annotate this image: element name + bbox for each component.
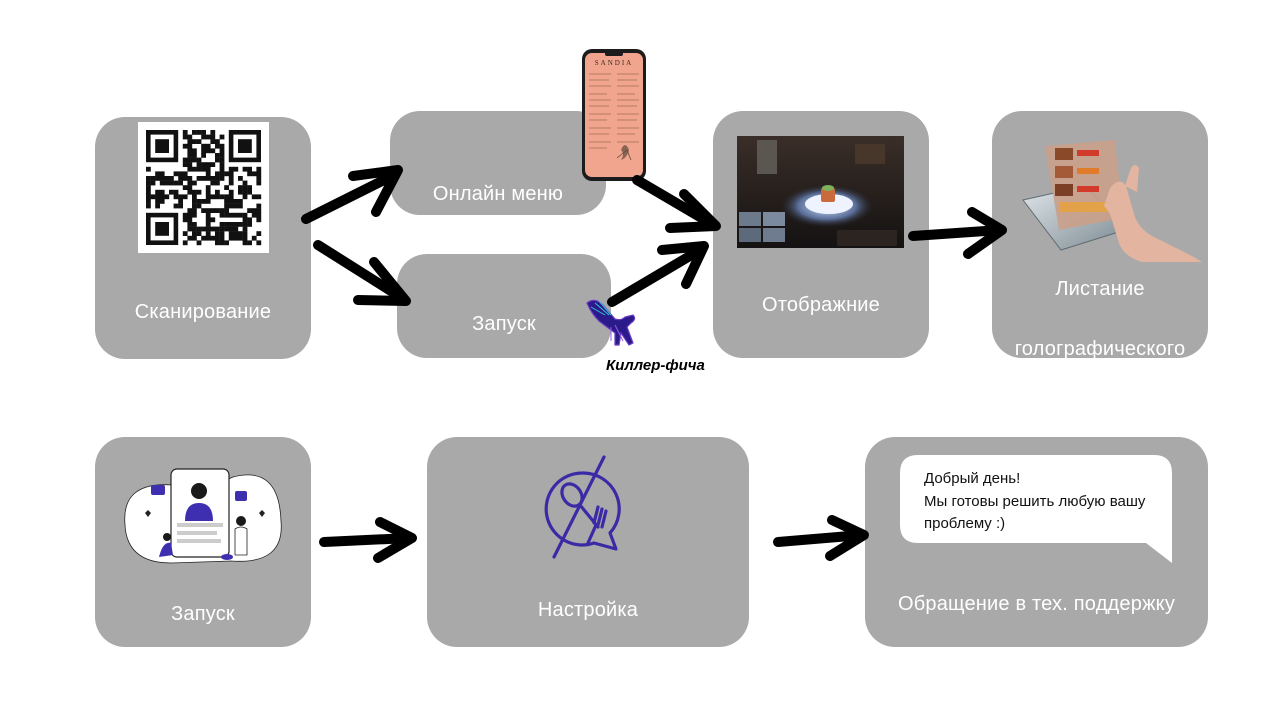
label-line: приложения [145,663,261,685]
chat-bubble-shape [900,455,1172,563]
card-support-label: Обращение в тех. поддержку при необходим… [865,559,1208,709]
qr-code-image [138,122,269,253]
label-line: Отображние [761,294,881,316]
card-online-menu: Онлайн меню [390,111,606,215]
label-line: Сканирование [134,301,272,323]
label-line: Настройка [537,599,639,621]
label-line: QR-кода [162,361,244,383]
card-hologram-label: Запуск голограммы [397,279,611,429]
label-line: при необходимости [944,653,1129,675]
hologram-glove-icon [585,297,641,353]
label-line: старт- и стоп-листа [496,659,680,681]
label-line: Онлайн меню [432,183,564,205]
restaurant-projection-photo [737,136,904,248]
bubble-line: Добрый день! [924,470,1021,487]
app-illustration-image [123,465,283,565]
card-online-menu-label: Онлайн меню [390,149,606,239]
phone-menu-header: SANDIA [595,59,633,67]
label-line: старт-листа [765,354,877,376]
card-list-settings-label: Настройка старт- и стоп-листа [427,565,749,715]
label-line: Листание [1055,278,1145,300]
card-scan-qr-label: Сканирование QR-кода [95,267,311,417]
killer-feature-label: Киллер-фича [606,357,705,374]
qr-code-graphic [146,130,262,246]
bubble-line: проблему :) [924,515,1006,532]
phone-menu-image: SANDIA [581,48,647,182]
hologram-hand-image [1015,138,1205,262]
card-holo-menu-label: Листание голографического меню [992,244,1208,454]
label-line: Обращение в тех. поддержку [897,593,1176,615]
label-line: Запуск [171,603,235,625]
label-line: голограммы [447,373,561,395]
card-app-launch-label: Запуск приложения [95,569,311,719]
bubble-line: Мы готовы решить любую вашу [924,492,1146,510]
card-start-list-label: Отображние старт-листа [713,260,929,410]
fork-spoon-crossed-icon [538,451,628,561]
label-line: меню [1074,398,1126,420]
label-line: Запуск [472,313,536,335]
support-chat-bubble: Добрый день! Мы готовы решить любую вашу… [900,455,1172,563]
card-hologram: Запуск голограммы [397,254,611,395]
chat-bubble-text: Добрый день! Мы готовы решить любую вашу… [924,468,1174,536]
label-line: голографического [1014,338,1186,360]
